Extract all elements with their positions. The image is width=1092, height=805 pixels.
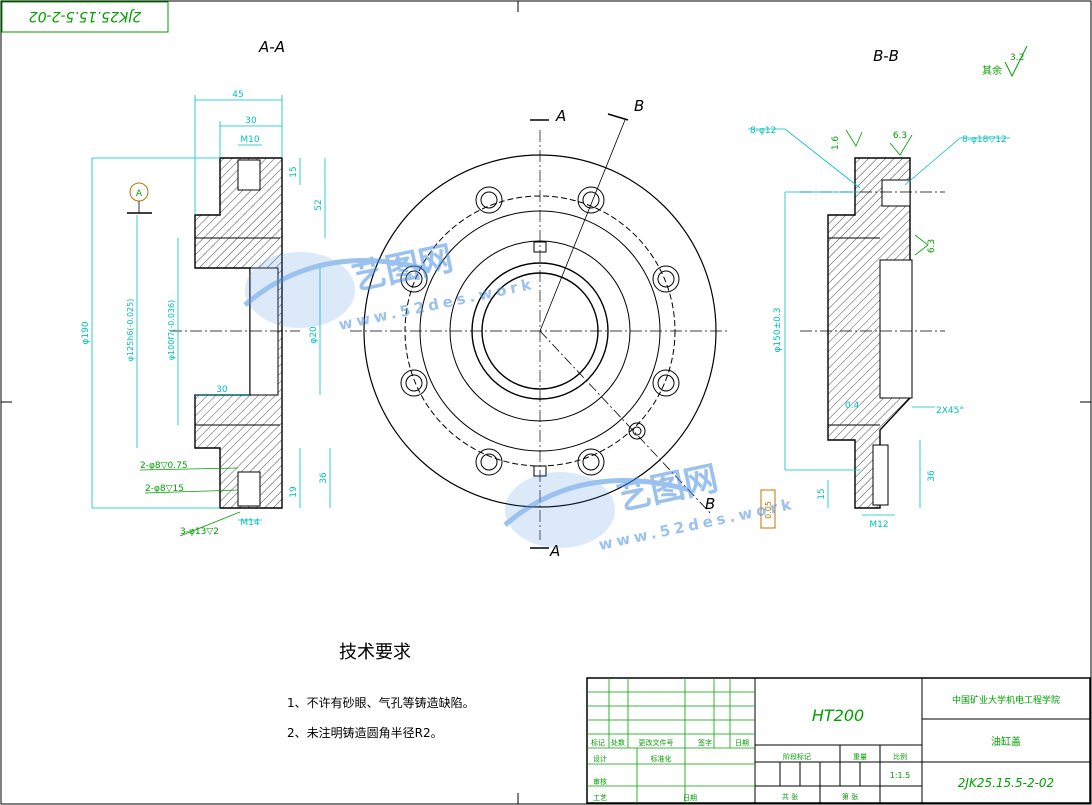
- corner-number-box: [1, 1, 169, 33]
- sheet-total: 共 张: [782, 792, 798, 801]
- row-label-standard: 标准化: [651, 754, 672, 763]
- finish-rest-value: 3.2: [1010, 53, 1024, 63]
- row-label-design: 设计: [593, 754, 607, 763]
- note-8-phi12: 8-φ12: [750, 126, 776, 136]
- dim-52: 52: [314, 199, 324, 210]
- watermark-1: 艺图网 www.52des.work: [243, 238, 537, 334]
- title-block: [586, 677, 1091, 804]
- date-label: 日期: [683, 794, 697, 802]
- dim-m12: M12: [869, 520, 888, 530]
- cut-label-b-bottom: B: [705, 495, 715, 513]
- section-aa-dim-text: 45 30 M10 15 52 φ190 φ125h6(-0.025) φ100…: [81, 90, 329, 528]
- finish-16: 1.6: [831, 136, 841, 151]
- material: HT200: [812, 706, 864, 725]
- finish-63-side: 6.3: [927, 239, 937, 253]
- scale-value: 1:1.5: [890, 771, 911, 780]
- col-label-date: 日期: [735, 739, 749, 747]
- dim-phi125: φ125h6(-0.025): [126, 299, 135, 362]
- title-block-text: HT200 中国矿业大学机电工程学院 油缸盖 2JK25.15.5-2-02 1…: [591, 694, 1060, 802]
- col-label-count: 处数: [611, 738, 625, 747]
- watermark-2: 艺图网 www.52des.work: [503, 458, 797, 554]
- dim-04: 0.4: [845, 401, 860, 411]
- section-aa-dimensions: [91, 95, 331, 521]
- tech-title: 技术要求: [339, 642, 411, 663]
- cut-label-a-bottom: A: [549, 542, 560, 560]
- section-bb-leaders: [748, 128, 1010, 408]
- dim-m14: M14: [240, 518, 259, 528]
- title-block-grid: [587, 678, 755, 803]
- dim-phi190: φ190: [81, 321, 91, 344]
- section-aa-view: [170, 157, 300, 509]
- note-2-phi8-15: 2-φ8▽15: [145, 484, 184, 494]
- col-label-change: 更改文件号: [639, 738, 674, 747]
- section-bb-view: [800, 157, 945, 509]
- section-label-bb: B-B: [873, 47, 899, 65]
- row-label-process: 工艺: [593, 794, 607, 802]
- scale-label: 比例: [893, 752, 907, 761]
- section-label-aa: A-A: [258, 38, 285, 56]
- cut-label-a-top: A: [555, 107, 566, 125]
- section-aa-notes: 2-φ8▽0.75 2-φ8▽15 3-φ13▽2 A: [127, 182, 241, 537]
- dim-chamfer: 2X45°: [936, 406, 964, 416]
- section-bb-text: 8-φ12 8-φ18▽12 φ150±0.3 2X45° 0.4 36 15 …: [750, 126, 1007, 530]
- finish-rest-label: 其余: [982, 64, 1002, 77]
- cut-label-b-top: B: [634, 97, 644, 115]
- watermark-brand-1: 艺图网: [349, 238, 457, 298]
- col-label-mark: 标记: [591, 738, 605, 747]
- front-view: [350, 113, 730, 549]
- dim-bb-36: 36: [927, 470, 937, 482]
- dim-m10: M10: [240, 135, 259, 145]
- note-2-phi8-075: 2-φ8▽0.75: [140, 461, 188, 471]
- finish-63-top: 6.3: [893, 131, 907, 141]
- col-label-sign: 签字: [698, 738, 712, 747]
- drawing-number: 2JK25.15.5-2-02: [958, 776, 1054, 790]
- surface-finish-rest: 其余 3.2: [982, 45, 1028, 78]
- school-name: 中国矿业大学机电工程学院: [952, 694, 1060, 706]
- stage-label: 阶段标记: [783, 752, 811, 761]
- note-8-phi18: 8-φ18▽12: [962, 135, 1007, 145]
- dim-30-bottom: 30: [216, 385, 228, 395]
- dim-phi20: φ20: [309, 326, 319, 344]
- dim-45: 45: [232, 90, 243, 100]
- sheet-no: 第 张: [842, 792, 858, 801]
- tech-note-2: 2、未注明铸造圆角半径R2。: [287, 725, 443, 740]
- dim-15: 15: [289, 166, 299, 177]
- note-3-phi13-2: 3-φ13▽2: [180, 527, 219, 537]
- section-bb-dimensions: [784, 191, 921, 516]
- dim-36: 36: [319, 472, 329, 484]
- datum-a-label: A: [136, 189, 143, 199]
- row-label-review: 审核: [593, 777, 607, 786]
- dim-bb-15: 15: [817, 488, 827, 499]
- weight-label: 重量: [853, 753, 867, 761]
- dim-30-top: 30: [245, 116, 257, 126]
- part-name: 油缸盖: [991, 735, 1021, 748]
- tolerance-frame: 0.05: [764, 501, 773, 519]
- corner-drawing-number: 2JK25.15.5-2-02: [29, 8, 142, 24]
- dim-phi150: φ150±0.3: [773, 308, 783, 353]
- dim-19: 19: [289, 486, 299, 498]
- tech-note-1: 1、不许有砂眼、气孔等铸造缺陷。: [287, 695, 475, 710]
- dim-phi100: φ100f7(-0.036): [167, 300, 176, 360]
